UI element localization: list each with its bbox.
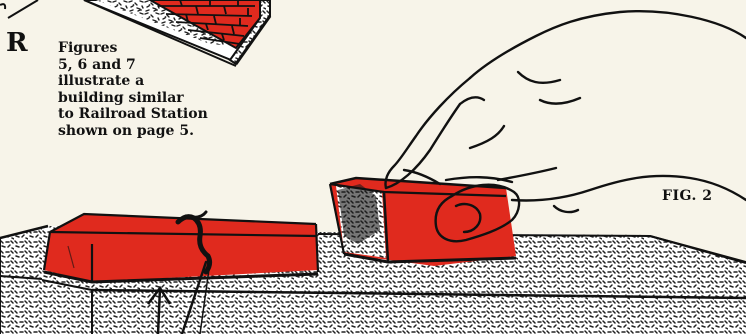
caption-line: 5, 6 and 7	[58, 57, 258, 74]
hand-outline	[385, 11, 746, 241]
pointer-line	[8, 0, 38, 18]
figure-label: FIG. 2	[662, 188, 712, 204]
caption-line: illustrate a	[58, 73, 258, 90]
caption-line: building similar	[58, 90, 258, 107]
caption-line: to Railroad Station	[58, 106, 258, 123]
caption-line: shown on page 5.	[58, 123, 258, 140]
corner-mark	[0, 4, 5, 9]
brick-left	[44, 214, 318, 282]
caption-line: Figures	[58, 40, 258, 57]
figure-caption: Figures 5, 6 and 7 illustrate a building…	[58, 40, 258, 140]
brick-held	[330, 178, 516, 266]
corner-label: R	[6, 28, 28, 58]
